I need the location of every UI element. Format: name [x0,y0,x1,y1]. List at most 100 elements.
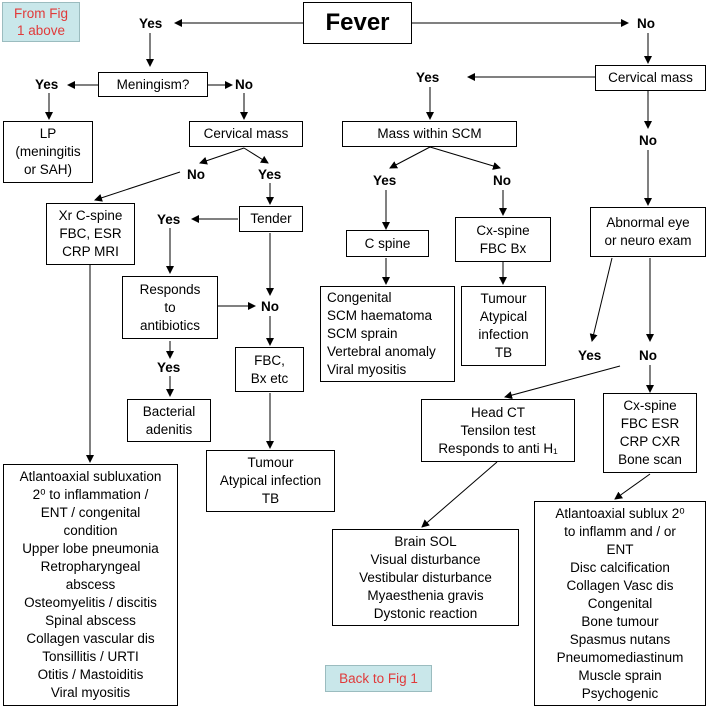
box-text: Tender [250,211,292,226]
xr-cspine-box: Xr C-spine FBC, ESR CRP MRI [46,203,135,265]
label-scm-no: No [493,173,511,188]
fbc-bx-box: FBC, Bx etc [235,347,304,392]
box-text: Responds to anti H₁ [438,440,558,456]
box-text: Bone tumour [581,613,659,629]
box-text: Disc calcification [570,559,670,575]
box-text: Bone scan [618,452,682,467]
box-text: antibiotics [139,317,201,333]
box-text: Atypical infection [219,473,322,488]
box-text: Myaesthenia gravis [367,587,484,603]
box-text: FBC, ESR [59,226,122,241]
label-right-no: No [639,133,657,148]
box-text: Viral myositis [50,685,131,700]
cervical-mass-left-box: Cervical mass [189,121,303,147]
box-text: Pneumomediastinum [556,649,684,665]
box-text: ENT / congenital [40,505,141,520]
meningism-box: Meningism? [98,72,208,97]
box-text: SCM haematoma [327,308,433,323]
back-to-fig-label: Back to Fig 1 [339,671,418,686]
label-top-yes: Yes [139,16,163,31]
box-text: Atlantoaxial sublux 2⁰ [555,505,685,521]
fever-title: Fever [325,9,390,36]
box-text: Brain SOL [394,533,457,549]
box-text: Cx-spine [476,222,530,238]
box-text: abscess [65,577,116,592]
box-text: or neuro exam [604,233,692,248]
box-text: Vestibular disturbance [359,569,492,585]
box-text: LP [39,126,57,141]
label-responds-yes: Yes [157,360,181,375]
box-text: Collagen vascular dis [26,631,155,646]
box-text: condition [63,523,118,538]
label-abnormal-yes: Yes [578,348,602,363]
box-text: C spine [364,235,411,251]
lp-box: LP (meningitis or SAH) [3,121,93,183]
c-spine-box: C spine [346,230,429,257]
cx-spine-fbc-bx-box: Cx-spine FBC Bx [455,217,551,262]
atlantoaxial-left-box: Atlantoaxial subluxation 2⁰ to inflammat… [3,464,178,706]
box-text: Spinal abscess [45,613,136,628]
abnormal-exam-box: Abnormal eye or neuro exam [590,207,706,257]
cx-spine-bone-scan-box: Cx-spine FBC ESR CRP CXR Bone scan [603,393,697,473]
box-text: Visual disturbance [370,551,481,567]
box-text: Tensilon test [460,422,536,438]
box-text: Atlantoaxial subluxation [19,469,162,484]
box-text: Cx-spine [623,398,677,413]
label-right-yes: Yes [416,70,440,85]
from-fig-line2: 1 above [16,23,66,38]
box-text: infection [478,327,529,342]
cervical-mass-right-box: Cervical mass [595,65,706,91]
box-text: Bacterial [142,403,196,419]
responds-box: Responds to antibiotics [122,276,218,339]
box-text: SCM sprain [327,326,398,341]
from-fig-line1: From Fig [14,6,68,21]
box-text: Tonsillitis / URTI [42,649,139,664]
box-text: ENT [606,541,634,557]
box-text: Cervical mass [608,70,693,85]
box-text: Retropharyngeal [40,559,141,574]
box-text: Otitis / Mastoiditis [37,667,144,682]
box-text: Viral myositis [327,362,407,377]
box-text: FBC, [254,352,285,368]
box-text: Bx etc [250,370,289,386]
box-text: adenitis [145,421,193,437]
mass-within-scm-box: Mass within SCM [342,121,517,147]
box-text: Congenital [587,595,653,611]
label-cervical-yes: Yes [258,167,282,182]
atlantoaxial-right-box: Atlantoaxial sublux 2⁰ to inflamm and / … [534,501,706,706]
tender-box: Tender [239,206,303,232]
box-text: Responds [139,281,201,297]
box-text: Head CT [470,404,526,420]
box-text: to inflamm and / or [564,523,676,539]
label-top-no: No [637,16,655,31]
box-text: Vertebral anomaly [327,344,436,359]
box-text: FBC ESR [620,416,680,431]
box-text: TB [261,491,280,506]
tumour-left-box: Tumour Atypical infection TB [206,450,335,512]
label-cervical-no: No [187,167,205,182]
from-fig-button[interactable]: From Fig 1 above [2,2,80,42]
box-text: Atypical [479,309,528,324]
box-text: Osteomyelitis / discitis [24,595,157,610]
box-text: TB [494,345,513,360]
back-to-fig-button[interactable]: Back to Fig 1 [325,665,432,692]
box-text: Upper lobe pneumonia [22,541,159,556]
fever-title-box: Fever [303,2,412,44]
box-text: Muscle sprain [578,667,662,683]
box-text: FBC Bx [479,240,527,256]
box-text: Meningism? [116,76,190,92]
label-abnormal-no: No [639,348,657,363]
box-text: or SAH) [23,162,72,177]
box-text: CRP MRI [62,244,119,259]
box-text: Dystonic reaction [373,605,478,621]
label-tender-yes: Yes [157,212,181,227]
box-text: Mass within SCM [377,126,482,141]
box-text: Tumour [247,455,294,470]
box-text: Collagen Vasc dis [566,577,674,593]
box-text: Xr C-spine [58,208,123,223]
box-text: (meningitis [15,144,81,159]
box-text: to [164,299,176,315]
box-text: Spasmus nutans [569,631,671,647]
box-text: Abnormal eye [606,215,690,230]
